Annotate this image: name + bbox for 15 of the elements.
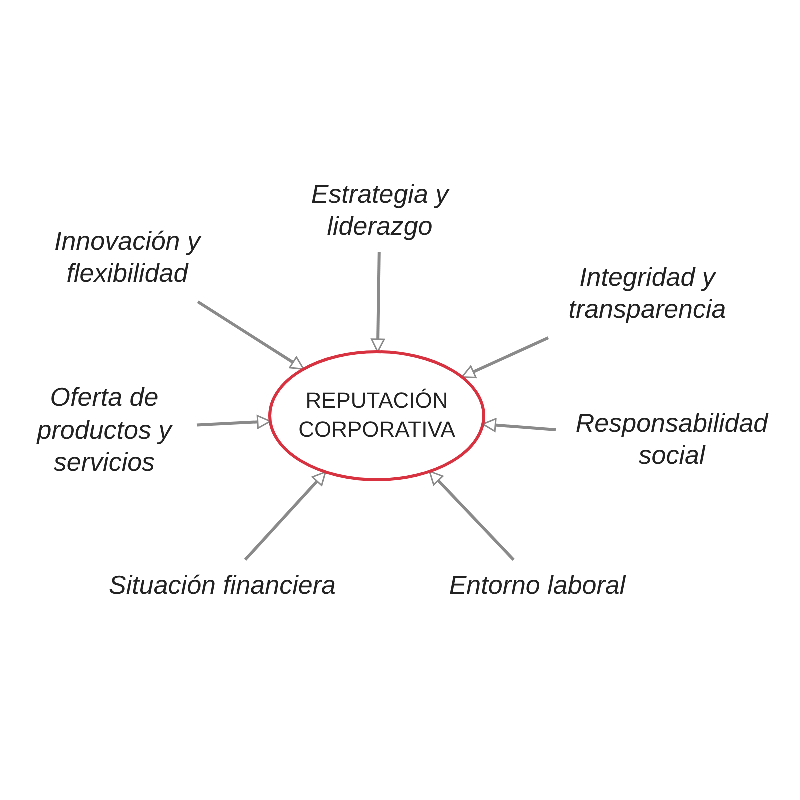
factor-label: Entorno laboral (449, 568, 626, 602)
arrow (196, 415, 272, 430)
factor-label: Situación financiera (109, 568, 336, 602)
factor-label: Innovación y flexibilidad (54, 224, 203, 290)
arrow (244, 471, 327, 562)
factor-label: Estrategia y liderazgo (310, 178, 451, 242)
factor-label: Integridad y transparencia (568, 260, 728, 326)
factor-label: Oferta de productos y servicios (36, 381, 174, 479)
arrow (371, 252, 386, 353)
factor-label: Responsabilidad social (574, 406, 770, 472)
central-concept-label: REPUTACIÓN CORPORATIVA (298, 387, 456, 444)
arrow (482, 418, 556, 432)
arrow (461, 336, 550, 379)
arrow (428, 470, 515, 562)
arrow (197, 300, 305, 371)
